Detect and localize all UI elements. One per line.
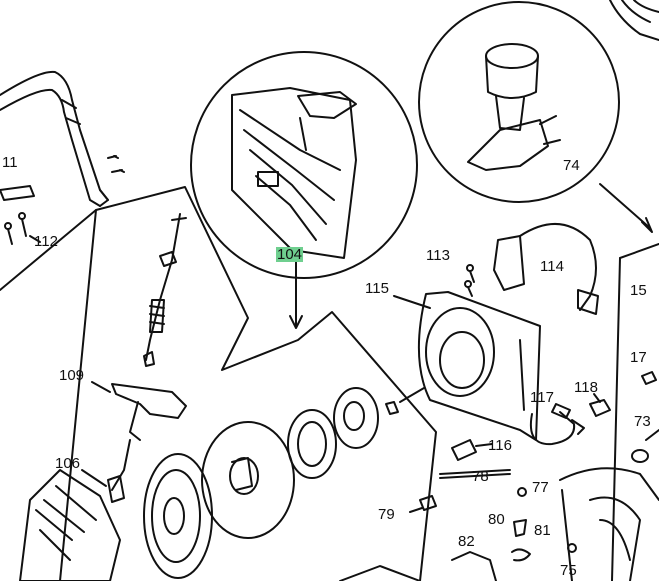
label-114: 114	[540, 258, 564, 275]
small-parts-116-118	[451, 393, 611, 461]
label-74: 74	[563, 157, 580, 174]
part-82	[339, 551, 497, 581]
label-116: 116	[488, 437, 512, 454]
callout-circle-104	[190, 51, 418, 329]
starter-grip-109	[91, 213, 187, 491]
label-82: 82	[458, 533, 475, 550]
label-112: 112	[34, 233, 58, 250]
label-17: 17	[630, 349, 647, 366]
label-115: 115	[365, 280, 389, 297]
label-117: 117	[530, 389, 554, 406]
label-109: 109	[59, 367, 85, 384]
label-79: 79	[378, 506, 395, 523]
pin-17	[641, 371, 657, 385]
label-118: 118	[574, 379, 598, 396]
label-106: 106	[55, 455, 81, 472]
assembly-frame	[0, 186, 659, 581]
fan-wheel-106	[19, 469, 125, 581]
screws-11	[0, 155, 125, 201]
label-73: 73	[634, 413, 651, 430]
label-15: 15	[630, 282, 647, 299]
label-75: 75	[560, 562, 577, 579]
corner-part-top-right	[609, 0, 659, 41]
label-11: 11	[2, 154, 18, 171]
label-104: 104	[276, 246, 304, 263]
label-80: 80	[488, 511, 505, 528]
crankcase-75	[559, 429, 659, 581]
callout-circle-74	[418, 1, 653, 233]
label-77: 77	[532, 479, 549, 496]
label-113: 113	[426, 247, 450, 264]
label-81: 81	[534, 522, 551, 539]
screws-112	[4, 212, 41, 245]
label-78: 78	[472, 468, 489, 485]
fan-housing-115	[393, 291, 541, 441]
handlebar-part	[0, 70, 109, 207]
small-parts-77-81	[409, 469, 531, 562]
ignition-module-114	[464, 223, 599, 315]
rewind-spring-pulley	[143, 387, 425, 579]
